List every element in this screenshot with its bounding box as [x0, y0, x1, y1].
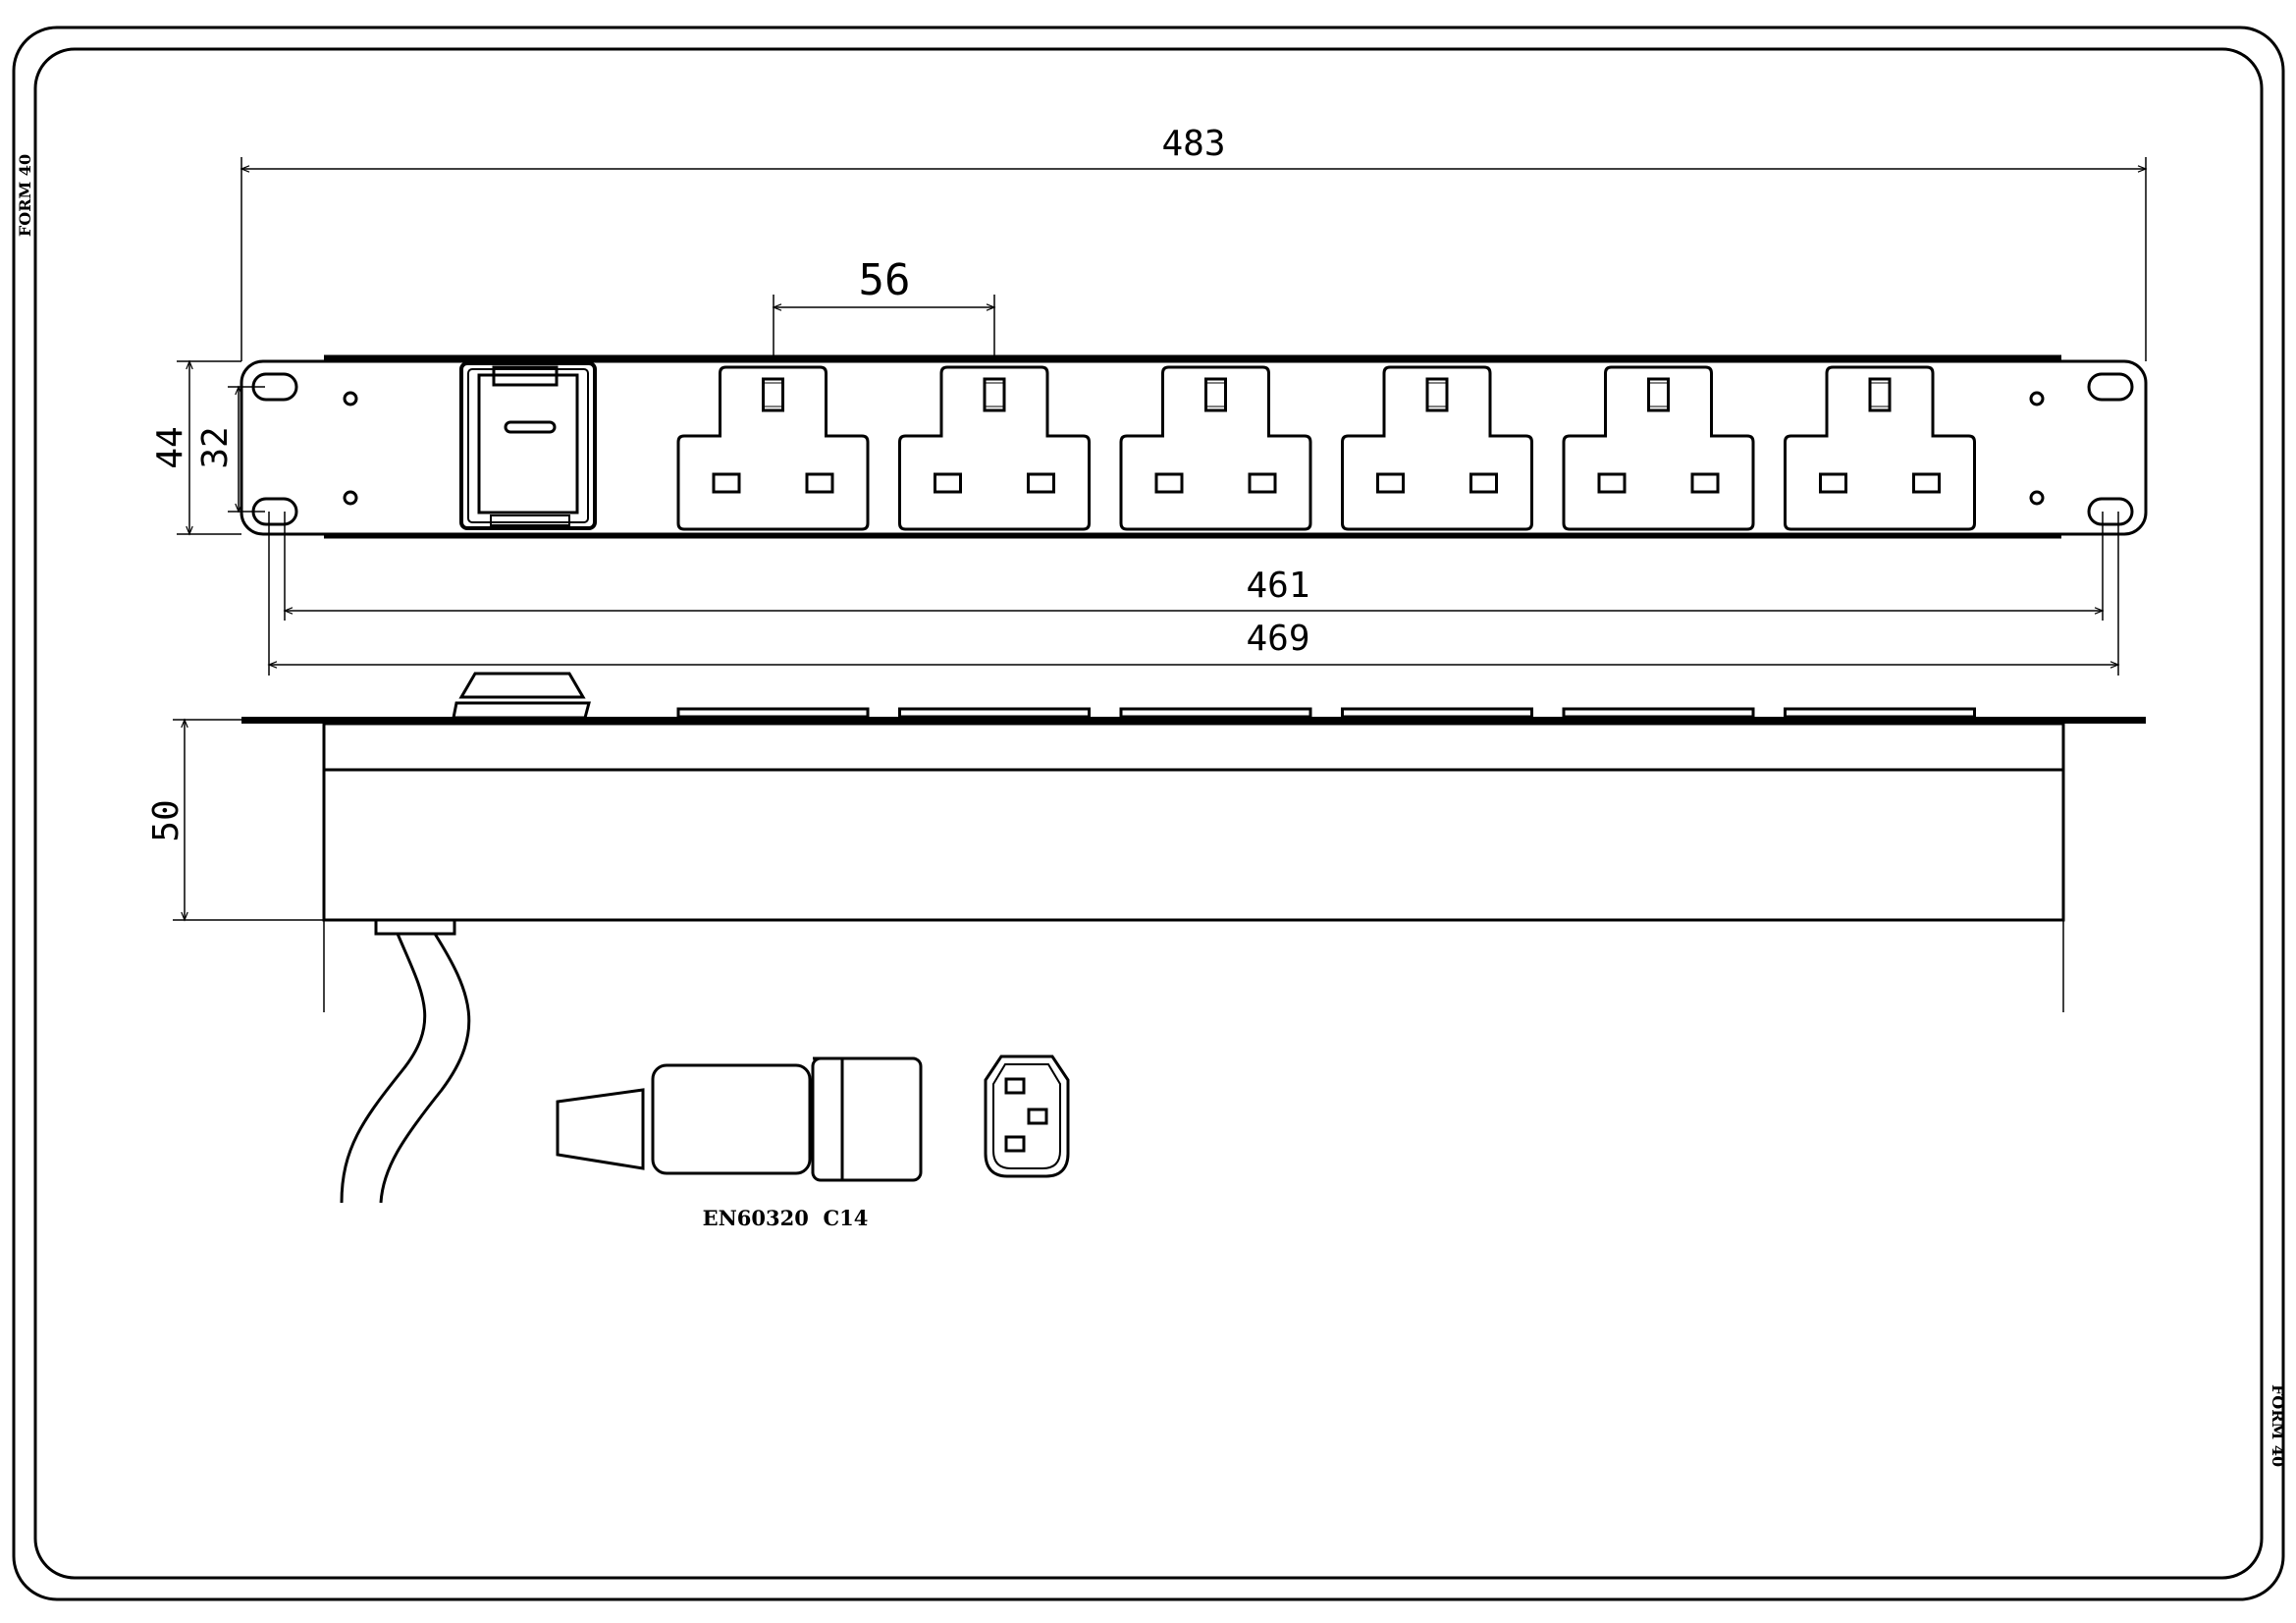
- dim-depth: 50: [146, 718, 324, 922]
- dim-socket-pitch-label: 56: [859, 255, 911, 305]
- power-cable: [340, 933, 471, 1204]
- c14-plug-icon: [556, 1056, 923, 1182]
- mount-slot-top-right: [2087, 372, 2134, 402]
- mount-slot-bottom-right: [2087, 497, 2134, 526]
- switch-top-profile: [452, 672, 591, 720]
- socket-top-profile: [1784, 707, 1976, 719]
- form-label-right: FORM 40: [2269, 1384, 2287, 1467]
- uk-socket-icon: [1119, 365, 1312, 531]
- rocker-switch-icon: [459, 361, 597, 530]
- socket-top-profile: [1341, 707, 1533, 719]
- dim-body-width-label: 469: [1246, 619, 1309, 659]
- dim-mount-vertical: 32: [195, 385, 265, 514]
- uk-socket-icon: [1341, 365, 1533, 531]
- dim-depth-label: 50: [146, 799, 187, 841]
- uk-socket-icon: [1562, 365, 1755, 531]
- front-view: [240, 354, 2148, 539]
- top-front-plate: [241, 717, 2146, 724]
- socket-row: [676, 365, 1976, 531]
- uk-socket-icon: [676, 365, 870, 531]
- top-view: [241, 672, 2146, 1204]
- dim-socket-pitch: 56: [772, 255, 996, 361]
- dim-overall-width-label: 483: [1161, 124, 1225, 164]
- socket-top-profile: [898, 707, 1091, 719]
- dim-mount-vertical-label: 32: [195, 426, 236, 468]
- connector-label: EN60320 C14: [703, 1206, 869, 1230]
- dim-overall-width: 483: [240, 124, 2148, 361]
- dim-panel-height-label: 44: [150, 426, 190, 468]
- socket-top-row: [676, 707, 1976, 719]
- uk-socket-icon: [898, 365, 1091, 531]
- dim-panel-height: 44: [150, 359, 241, 536]
- socket-top-profile: [676, 707, 870, 719]
- uk-socket-icon: [1784, 365, 1976, 531]
- socket-top-profile: [1562, 707, 1755, 719]
- sheet-border: [12, 26, 2285, 1601]
- front-panel: [240, 359, 2148, 536]
- socket-top-profile: [1119, 707, 1312, 719]
- cable-gland: [374, 918, 456, 936]
- mounting-slots: [251, 372, 2134, 526]
- top-body: [322, 722, 2065, 922]
- c14-inlet-icon: [984, 1055, 1070, 1178]
- dim-mount-centres-label: 461: [1246, 566, 1309, 606]
- dim-mount-centres: 461: [283, 512, 2105, 621]
- form-label-left: FORM 40: [16, 154, 34, 237]
- screw-holes: [343, 391, 2045, 506]
- dim-body-width: 469: [267, 512, 2120, 676]
